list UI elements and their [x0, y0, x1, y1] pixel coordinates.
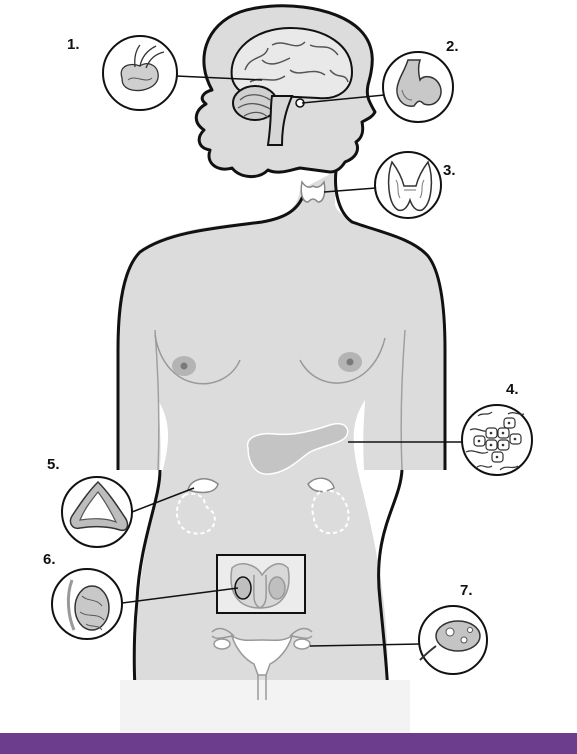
fallopian-tube-right [289, 627, 313, 640]
leader-line-2 [301, 94, 386, 104]
callout-pineal-gland [102, 35, 178, 111]
body-outline-right [334, 169, 447, 470]
arm-inner-right [400, 329, 406, 471]
label-3: 3. [443, 162, 456, 179]
uterus [230, 634, 294, 676]
leader-line-1 [175, 75, 263, 81]
leader-line-5 [131, 487, 195, 513]
thyroid-gland [300, 180, 326, 203]
fallopian-tube-left [211, 627, 235, 640]
vagina [257, 675, 267, 700]
testis-right [268, 576, 286, 600]
label-6: 6. [43, 551, 56, 568]
kidney-left [176, 492, 216, 535]
brain-folds [244, 41, 349, 83]
callout-pancreatic-islets [461, 404, 533, 476]
nipple-right [346, 358, 354, 366]
pancreas [246, 423, 349, 475]
cerebellum-folds [237, 94, 273, 119]
ovary-right [293, 638, 311, 650]
adrenal-gland-right [307, 477, 335, 493]
penis [253, 574, 267, 609]
accent-bar [0, 733, 577, 754]
bottom-fade [120, 680, 410, 733]
waist-outline-left [132, 469, 162, 701]
label-4: 4. [506, 381, 519, 398]
waist-outline-right [377, 469, 404, 701]
callout-adrenal-gland [61, 476, 133, 548]
nipple-left [180, 362, 188, 370]
callout-ovary [418, 605, 488, 675]
leader-line-7 [309, 643, 421, 647]
leader-line-6 [121, 587, 239, 604]
brain-stem [266, 95, 294, 146]
kidney-right [311, 489, 350, 535]
leader-line-3 [323, 187, 377, 193]
callout-pituitary-gland [382, 51, 454, 123]
arm-inner-left [154, 329, 160, 471]
breast-right [299, 337, 386, 384]
label-1: 1. [67, 36, 80, 53]
ovary-left [213, 638, 231, 650]
adrenal-gland-left [187, 478, 219, 494]
label-7: 7. [460, 582, 473, 599]
breast-left [154, 334, 241, 385]
label-5: 5. [47, 456, 60, 473]
callout-thyroid-gland [374, 151, 442, 219]
body-outline-left [116, 189, 307, 470]
label-2: 2. [446, 38, 459, 55]
callout-testis [51, 568, 123, 640]
